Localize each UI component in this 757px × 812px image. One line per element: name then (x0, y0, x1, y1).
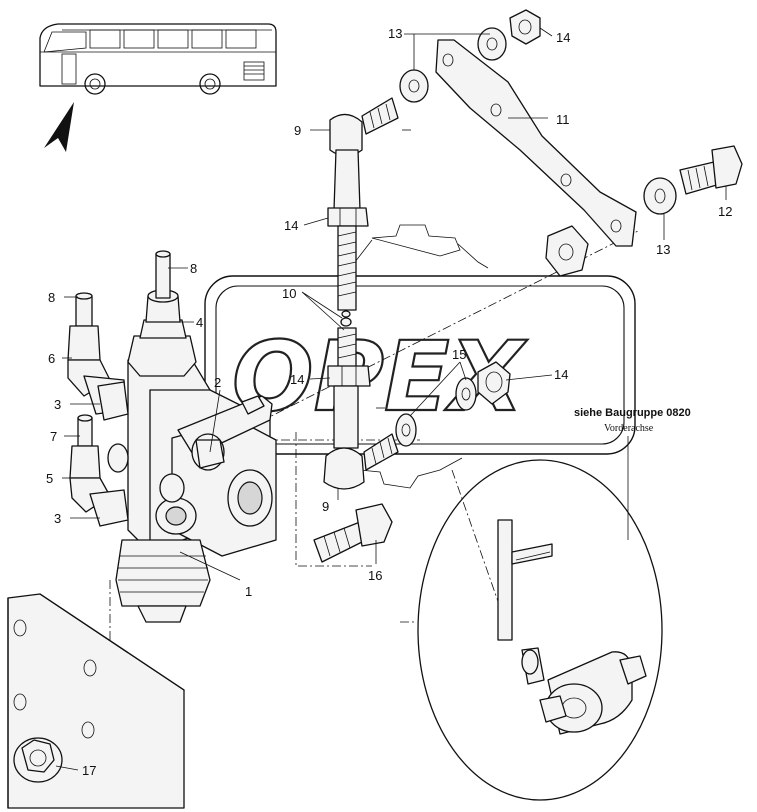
callout-14: 14 (556, 30, 570, 45)
bolt-12 (679, 145, 743, 195)
hex-nut-14-top (509, 9, 541, 45)
callout-12: 12 (718, 204, 732, 219)
callout-14: 14 (284, 218, 298, 233)
callout-17: 17 (82, 763, 96, 778)
callout-13: 13 (388, 26, 402, 41)
ball-joint-9-upper (329, 97, 399, 211)
callout-7: 7 (50, 429, 57, 444)
bolt-16 (313, 503, 393, 563)
hex-nut-14-upper (327, 207, 369, 227)
callout-3: 3 (54, 511, 61, 526)
callout-13: 13 (656, 242, 670, 257)
callout-4: 4 (196, 315, 203, 330)
callout-9: 9 (294, 123, 301, 138)
front-axle-detail (417, 459, 663, 801)
flange-nut-17 (13, 737, 63, 783)
threaded-rod-10 (337, 225, 357, 371)
assembly-reference-note: siehe Baugruppe 0820 (574, 407, 691, 419)
hex-nut-14-bracket (545, 225, 589, 277)
callout-16: 16 (368, 568, 382, 583)
bracket-11 (435, 39, 637, 247)
callout-11: 11 (556, 112, 570, 127)
direction-arrow-icon (44, 102, 74, 152)
callout-8: 8 (48, 290, 55, 305)
callout-14: 14 (554, 367, 568, 382)
fitting-5-elbow (69, 414, 129, 527)
watermark-frame-outer (204, 275, 636, 455)
assembly-name-note: Vorderachse (604, 423, 654, 434)
washer-13-upper (399, 27, 507, 103)
hex-nut-14-right (477, 361, 511, 405)
callout-8: 8 (190, 261, 197, 276)
bus-icon (39, 23, 277, 95)
fitting-6-elbow (67, 292, 129, 421)
hex-nut-14-middle (327, 365, 371, 387)
callout-9: 9 (322, 499, 329, 514)
callout-14: 14 (290, 372, 304, 387)
callout-1: 1 (245, 584, 252, 599)
pipe-8-top (155, 250, 171, 299)
callout-3: 3 (54, 397, 61, 412)
callout-2: 2 (214, 375, 221, 390)
ball-joint-9-lower (323, 385, 399, 490)
callout-6: 6 (48, 351, 55, 366)
leader-lines (55, 27, 727, 771)
lock-washer-15 (395, 377, 477, 447)
washer-13-lower (643, 177, 677, 215)
callout-labels: 1 2 3 3 4 5 6 7 8 8 9 9 10 11 12 13 13 1… (46, 26, 732, 778)
callout-15: 15 (452, 347, 466, 362)
watermark-frame-inner (215, 285, 625, 445)
callout-10: 10 (282, 286, 296, 301)
callout-5: 5 (46, 471, 53, 486)
